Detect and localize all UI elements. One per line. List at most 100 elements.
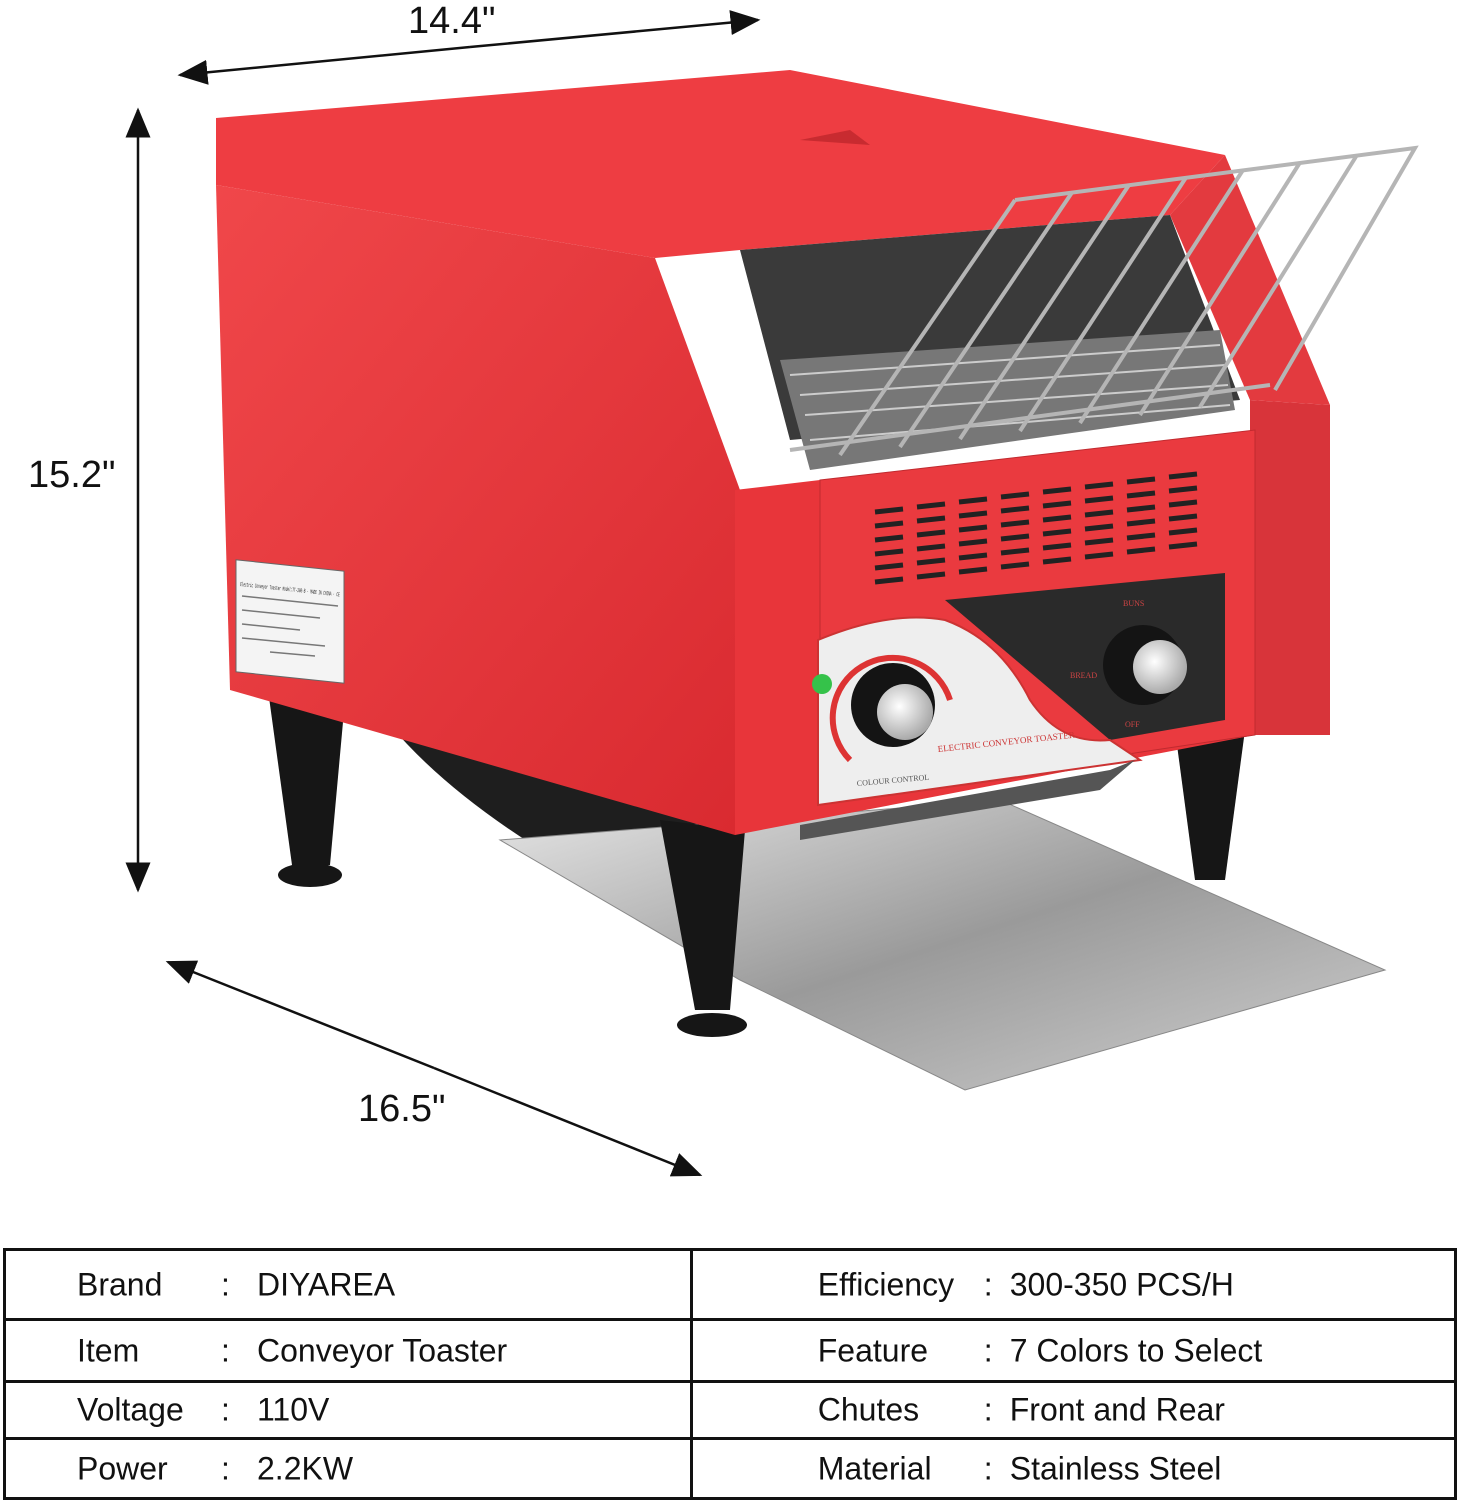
vent-slot: [958, 552, 988, 561]
vent-slot: [1168, 485, 1198, 494]
vent-slot: [958, 566, 988, 575]
vent-slot: [1168, 471, 1198, 480]
rack-wire: [1198, 153, 1359, 409]
rack-wire: [838, 198, 1017, 457]
spec-table: Brand : DIYAREA Efficiency : 300-350 PCS…: [3, 1248, 1458, 1500]
vent-slot: [874, 506, 904, 515]
vent-slot: [916, 529, 946, 538]
vent-slot: [874, 548, 904, 557]
vent-slot: [874, 576, 904, 585]
spec-value: Stainless Steel: [1009, 1450, 1222, 1486]
spec-separator: :: [221, 1450, 230, 1486]
vent-slot: [1042, 542, 1072, 551]
vent-slot: [1168, 527, 1198, 536]
spec-cell-content: Chutes : Front and Rear: [693, 1383, 1454, 1437]
vent-slot: [916, 543, 946, 552]
legs: [268, 690, 1245, 1037]
vent-slot: [1168, 499, 1198, 508]
indicator-light: [812, 674, 832, 694]
colour-control-knob-cap[interactable]: [877, 684, 933, 740]
spec-value: DIYAREA: [257, 1266, 396, 1302]
rack-wire: [898, 191, 1074, 449]
spec-value: Conveyor Toaster: [257, 1332, 508, 1368]
front-tray: [498, 799, 1387, 1091]
vent-slot: [1084, 495, 1114, 504]
spec-cell-left: Voltage : 110V: [3, 1380, 693, 1440]
spec-value: 110V: [257, 1391, 330, 1428]
spec-value: 2.2KW: [257, 1450, 354, 1486]
spec-separator: :: [221, 1391, 230, 1428]
spec-cell-right: Feature : 7 Colors to Select: [689, 1318, 1458, 1383]
width-dimension-line: [177, 45, 471, 85]
vent-slot: [874, 562, 904, 571]
vent-slot: [1000, 561, 1030, 570]
vent-slot: [958, 496, 988, 505]
right-side-slope: [1170, 155, 1330, 405]
depth-dimension-line: [165, 960, 435, 1070]
warning-triangle-icon: [800, 130, 870, 145]
right-side-strip: [1250, 400, 1330, 735]
vent-slot: [874, 534, 904, 543]
rating-label: Electric Conveyor Toaster Model:TT-300-B…: [235, 559, 345, 684]
spec-row: Brand : DIYAREA Efficiency : 300-350 PCS…: [3, 1248, 1458, 1321]
bread-text: BREAD: [1070, 671, 1097, 680]
spec-label: Item: [77, 1332, 140, 1368]
side-face: [216, 185, 740, 835]
spec-separator: :: [221, 1266, 230, 1302]
spec-separator: :: [983, 1391, 993, 1428]
spec-row: Item : Conveyor Toaster Feature : 7 Colo…: [3, 1318, 1458, 1383]
vent-slot: [958, 524, 988, 533]
rack-wire: [1078, 168, 1245, 425]
vent-slot: [1000, 491, 1030, 500]
spec-cell-right: Chutes : Front and Rear: [689, 1380, 1458, 1440]
spec-label: Efficiency: [817, 1266, 955, 1302]
spec-label: Brand: [77, 1266, 163, 1302]
height-dimension-label: 15.2": [28, 454, 116, 496]
spec-cell-content: Brand : DIYAREA: [6, 1251, 690, 1318]
vent-slots: [874, 471, 1198, 585]
vent-slot: [1000, 505, 1030, 514]
off-text: OFF: [1125, 720, 1140, 729]
vent-slot: [1126, 504, 1156, 513]
vent-slot: [1042, 556, 1072, 565]
spec-cell-left: Item : Conveyor Toaster: [3, 1318, 693, 1383]
buns-text: BUNS: [1123, 599, 1144, 608]
spec-value: 300-350 PCS/H: [1009, 1266, 1234, 1302]
vent-slot: [1000, 533, 1030, 542]
vent-slot: [1126, 518, 1156, 527]
spec-separator: :: [983, 1450, 993, 1486]
spec-cell-content: Item : Conveyor Toaster: [6, 1321, 690, 1380]
vent-slot: [958, 538, 988, 547]
rack-wire: [958, 183, 1131, 441]
spec-label: Power: [77, 1450, 168, 1486]
width-dimension-line: [469, 10, 761, 49]
vent-slot: [1168, 541, 1198, 550]
vent-slot: [1000, 519, 1030, 528]
vent-slot: [916, 501, 946, 510]
vent-slot: [1042, 514, 1072, 523]
mode-knob-cap[interactable]: [1133, 640, 1187, 694]
vent-slot: [916, 557, 946, 566]
vent-slot: [1126, 532, 1156, 541]
vent-slot: [1042, 486, 1072, 495]
spec-separator: :: [983, 1332, 993, 1368]
rack-wire: [1018, 176, 1188, 433]
wire-rack: [789, 145, 1419, 457]
spec-cell-content: Feature : 7 Colors to Select: [693, 1321, 1454, 1380]
vent-slot: [1126, 546, 1156, 555]
vent-slot: [916, 515, 946, 524]
spec-separator: :: [221, 1332, 230, 1368]
colour-scale-arc: [829, 654, 953, 763]
spec-cell-left: Brand : DIYAREA: [3, 1248, 693, 1321]
spec-cell-right: Material : Stainless Steel: [689, 1437, 1458, 1500]
spec-row: Power : 2.2KW Material : Stainless Steel: [3, 1437, 1458, 1500]
spec-value: Front and Rear: [1009, 1391, 1225, 1428]
spec-cell-content: Power : 2.2KW: [6, 1440, 690, 1497]
depth-dimension-line: [433, 1066, 703, 1177]
vent-slot: [1084, 537, 1114, 546]
vent-slot: [874, 520, 904, 529]
vent-slot: [1084, 551, 1114, 560]
spec-label: Material: [817, 1450, 932, 1486]
vent-slot: [1042, 500, 1072, 509]
vent-slot: [1084, 481, 1114, 490]
